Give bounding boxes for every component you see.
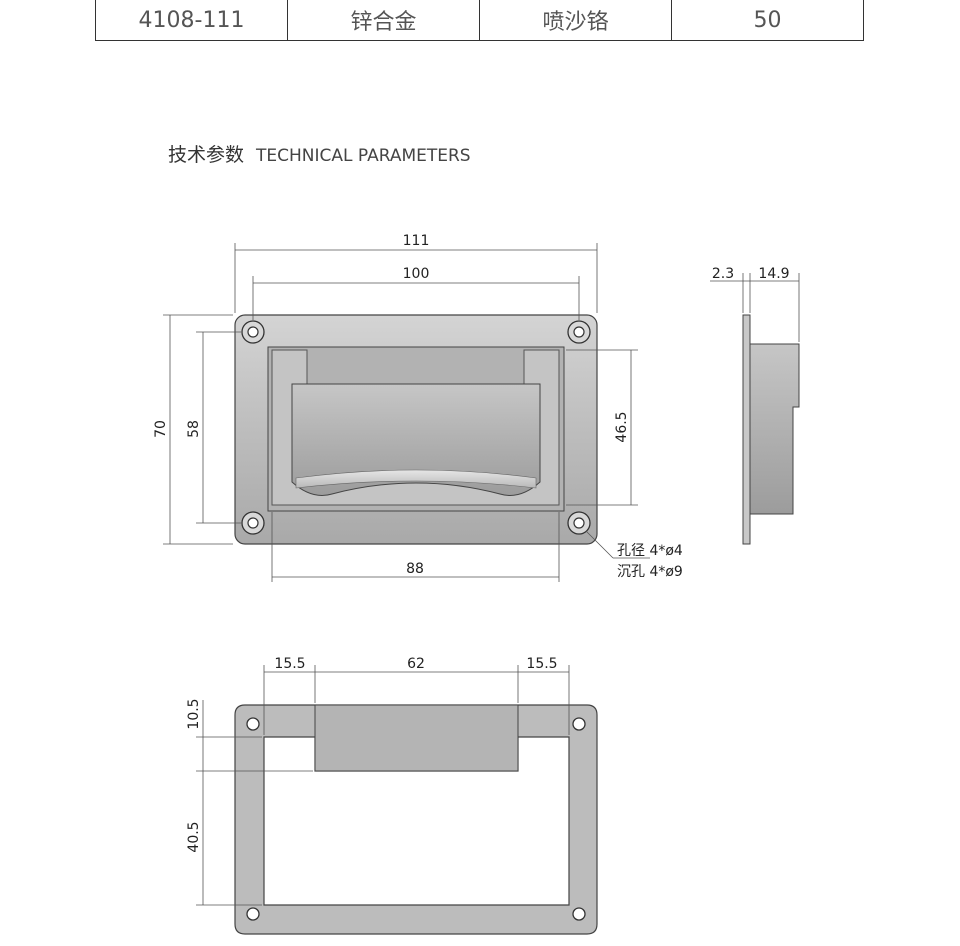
side-body (749, 343, 800, 515)
mounting-hole (567, 320, 591, 344)
heading-en: TECHNICAL PARAMETERS (256, 146, 471, 166)
dim-overall-width: 111 (403, 233, 430, 249)
dim-opening-width: 88 (406, 561, 424, 577)
mounting-hole (241, 511, 265, 535)
cutout-hole (246, 717, 260, 731)
dim-overall-height: 70 (153, 420, 169, 438)
dim-right-margin: 15.5 (526, 656, 557, 672)
dim-hole-spacing-y: 58 (186, 420, 202, 438)
cell-material: 锌合金 (287, 0, 480, 41)
front-dimension-lines (163, 243, 650, 582)
front-view: 111 100 70 58 88 46.5 孔径 4*ø4 沉孔 4*ø9 (153, 233, 683, 582)
section-heading: 技术参数 TECHNICAL PARAMETERS (168, 140, 471, 167)
cutout-hole (572, 907, 586, 921)
handle-cup (291, 383, 541, 496)
hole-note-2: 沉孔 4*ø9 (617, 564, 683, 580)
side-dimension-lines (710, 273, 800, 342)
cutout-tab (314, 704, 519, 772)
cell-model: 4108-111 (95, 0, 288, 41)
cutout-hole (572, 717, 586, 731)
cutout-dimension-lines (196, 665, 570, 906)
dim-opening-depth: 40.5 (186, 821, 202, 852)
side-view: 2.3 14.9 (710, 266, 800, 545)
mounting-hole (567, 511, 591, 535)
dim-left-margin: 15.5 (274, 656, 305, 672)
table-row: 4108-111 锌合金 喷沙铬 50 (95, 0, 864, 41)
cutout-hole (246, 907, 260, 921)
cell-quantity: 50 (671, 0, 864, 41)
dim-opening-height: 46.5 (614, 411, 630, 442)
dim-depth: 14.9 (758, 266, 789, 282)
cell-finish: 喷沙铬 (479, 0, 672, 41)
hole-note-1: 孔径 4*ø4 (617, 543, 683, 559)
dim-hole-spacing-x: 100 (403, 266, 430, 282)
side-plate (742, 314, 751, 545)
dim-center: 62 (407, 656, 425, 672)
spec-table: 4108-111 锌合金 喷沙铬 50 (95, 0, 864, 41)
heading-cn: 技术参数 (168, 144, 245, 166)
mounting-hole (241, 320, 265, 344)
dim-plate-thickness: 2.3 (712, 266, 734, 282)
handle-lip (295, 469, 537, 489)
cutout-view: 15.5 62 15.5 10.5 40.5 (186, 656, 598, 935)
dim-top-step: 10.5 (186, 698, 202, 729)
